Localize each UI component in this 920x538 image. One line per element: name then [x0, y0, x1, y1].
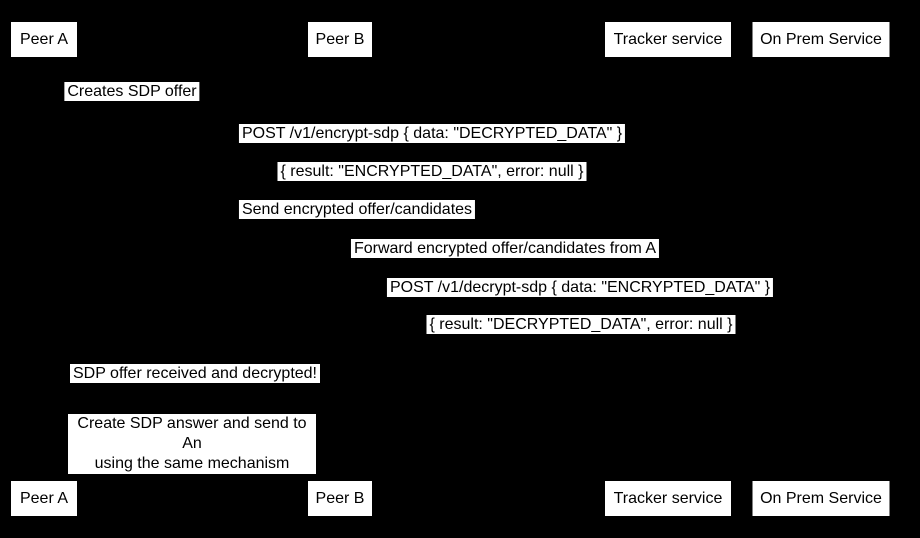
participant-peer-a-top: Peer A [11, 22, 77, 57]
message-post-encrypt-sdp: POST /v1/encrypt-sdp { data: "DECRYPTED_… [238, 124, 626, 143]
message-creates-sdp-offer: Creates SDP offer [64, 82, 200, 101]
message-sdp-offer-received: SDP offer received and decrypted! [70, 364, 320, 383]
message-forward-encrypted-offer: Forward encrypted offer/candidates from … [350, 239, 660, 258]
message-encrypt-result: { result: "ENCRYPTED_DATA", error: null … [277, 162, 587, 181]
message-send-encrypted-offer: Send encrypted offer/candidates [238, 200, 476, 219]
participant-tracker-service-top: Tracker service [605, 22, 731, 57]
participant-peer-b-bottom: Peer B [308, 481, 372, 516]
message-decrypt-result: { result: "DECRYPTED_DATA", error: null … [426, 315, 736, 334]
participant-peer-b-top: Peer B [308, 22, 372, 57]
participant-on-prem-service-top: On Prem Service [752, 22, 890, 57]
note-create-sdp-answer: Create SDP answer and send to An using t… [68, 414, 316, 474]
participant-on-prem-service-bottom: On Prem Service [752, 481, 890, 516]
participant-tracker-service-bottom: Tracker service [605, 481, 731, 516]
participant-peer-a-bottom: Peer A [11, 481, 77, 516]
message-post-decrypt-sdp: POST /v1/decrypt-sdp { data: "ENCRYPTED_… [386, 278, 774, 297]
